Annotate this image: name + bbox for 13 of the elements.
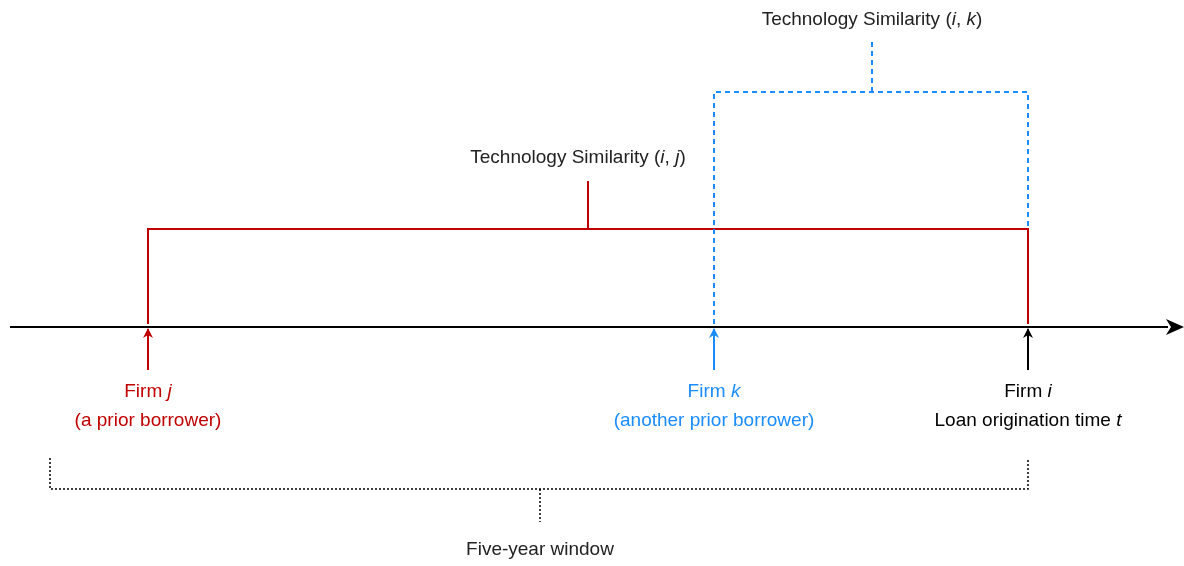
arrow: [709, 328, 719, 371]
bracket-label: Technology Similarity (i, j): [470, 146, 686, 168]
node-text: (a prior borrower): [74, 408, 222, 432]
node-text: Firm i: [1004, 379, 1052, 403]
timeline-axis: [9, 319, 1184, 335]
bracket-label: Five-year window: [466, 538, 614, 560]
node-text: Firm k: [687, 379, 741, 403]
bracket-label: Technology Similarity (i, k): [761, 8, 983, 30]
node-text: (another prior borrower): [613, 408, 815, 432]
arrow: [1023, 328, 1033, 371]
arrow: [143, 328, 153, 371]
node-text: Firm j: [124, 379, 172, 403]
node-text: Loan origination time t: [934, 408, 1122, 432]
